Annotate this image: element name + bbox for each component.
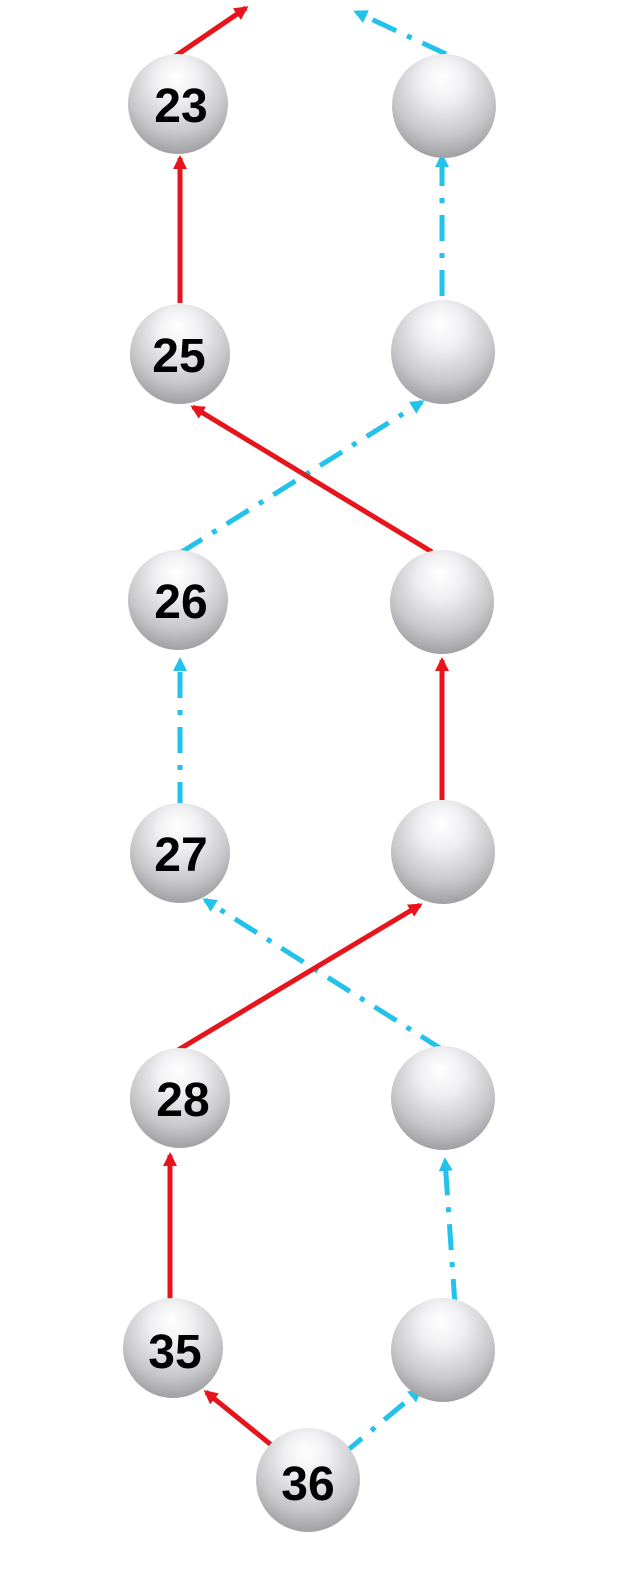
blue-arrow-r5-to-27 [202, 897, 445, 1053]
bead-27: 27 [130, 803, 230, 903]
bead-23: 23 [128, 54, 228, 154]
blue-arrow-r6-to-r5 [438, 1157, 458, 1306]
bead-label-26: 26 [154, 576, 207, 629]
bead-label-28: 28 [156, 1074, 209, 1127]
bead-label-36: 36 [281, 1458, 334, 1511]
bead-25: 25 [130, 304, 230, 404]
blue-arrow-r1-to-exit [353, 9, 448, 57]
right-column [390, 54, 496, 1402]
red-arrow-28-to-r4 [176, 902, 423, 1053]
bead-label-25: 25 [152, 330, 205, 383]
red-arrow-23-to-exit [172, 5, 249, 60]
bead-label-23: 23 [154, 80, 207, 133]
bead-35: 35 [123, 1298, 223, 1398]
blue-arrow-26-to-r2 [178, 399, 425, 556]
bead-right-6 [391, 1298, 495, 1402]
red-path [163, 5, 449, 1454]
red-arrow-r3-to-25 [190, 404, 434, 555]
bead-right-4 [391, 800, 495, 904]
left-column: 23 25 26 27 28 35 [123, 54, 230, 1398]
blue-arrow-36-to-r6 [340, 1388, 423, 1457]
bead-36: 36 [256, 1428, 360, 1532]
bead-right-2 [391, 300, 495, 404]
blue-path [173, 9, 458, 1457]
bead-right-1 [392, 54, 496, 158]
bead-26: 26 [128, 550, 228, 650]
bead-right-5 [391, 1046, 495, 1150]
bead-label-35: 35 [148, 1326, 201, 1379]
red-arrow-36-to-35 [203, 1390, 282, 1454]
bead-right-3 [390, 550, 494, 654]
bead-28: 28 [130, 1048, 230, 1148]
bead-label-27: 27 [154, 829, 207, 882]
